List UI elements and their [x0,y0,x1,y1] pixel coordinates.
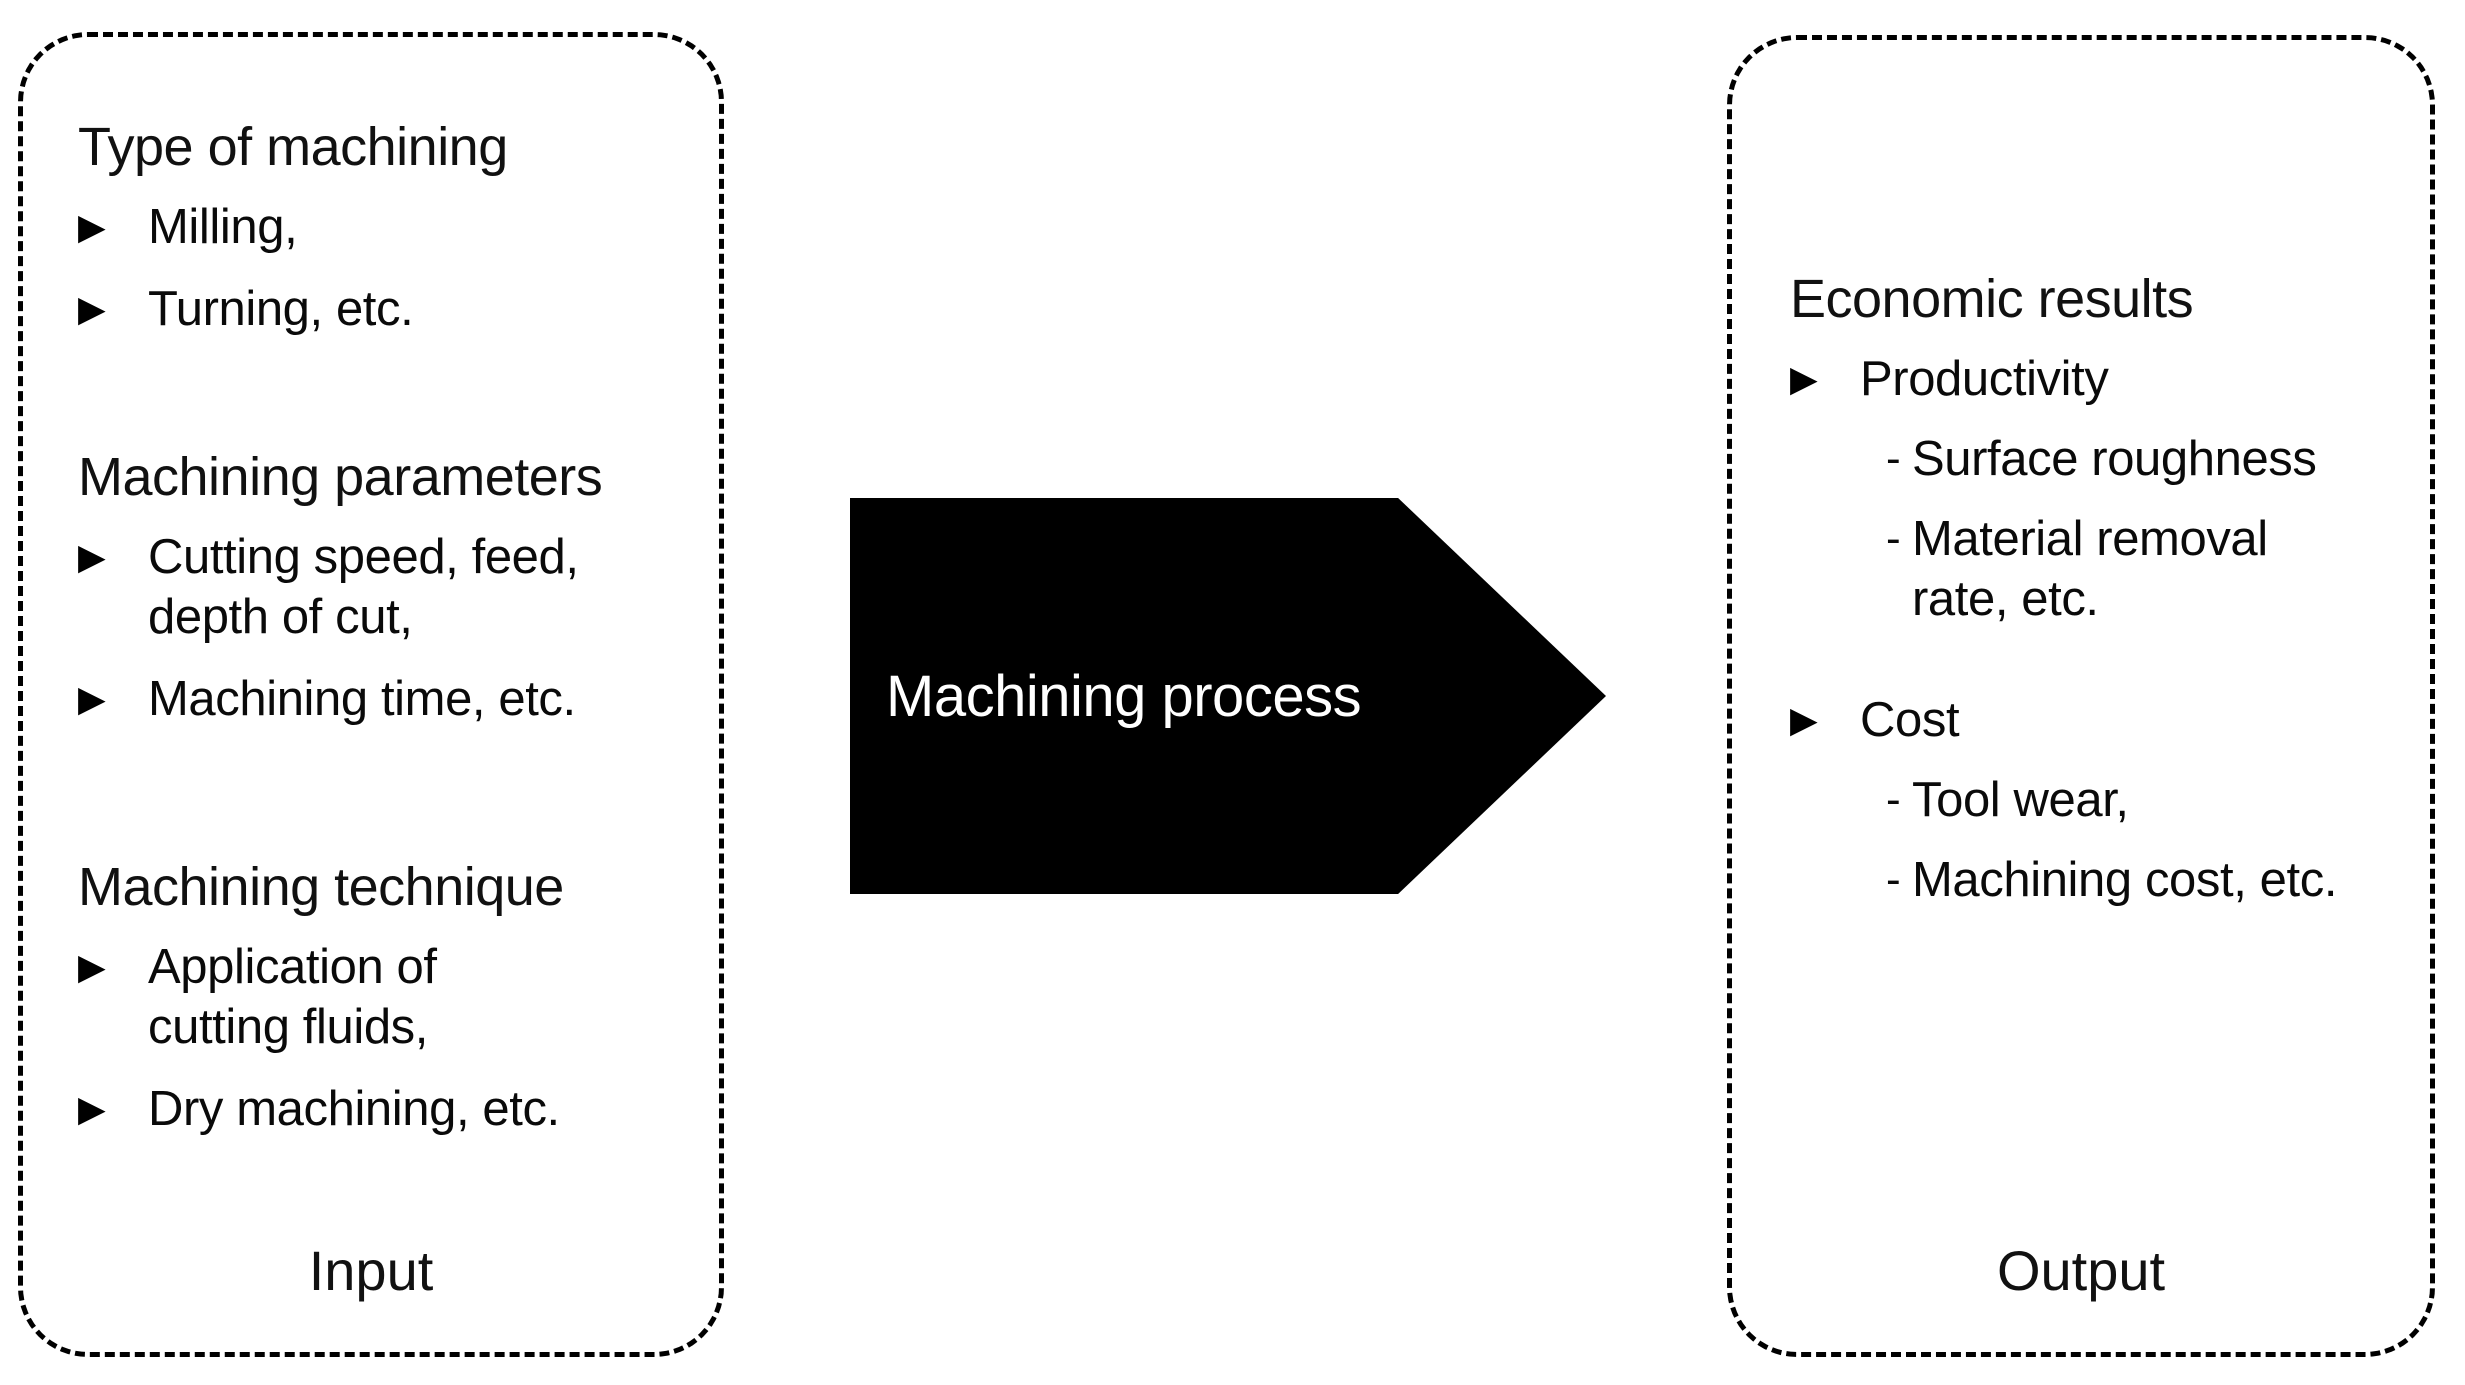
triangle-bullet-icon: ▶ [78,536,106,578]
triangle-bullet-icon: ▶ [78,677,106,719]
group-heading: Economic results [1790,269,2194,329]
dash-bullet-icon: - [1886,775,1901,825]
triangle-bullet-icon: ▶ [78,1087,106,1129]
input-group-type-of-machining: Type of machining ▶ Milling, ▶ Turning, … [78,118,678,340]
list-item-label: Application of cutting fluids, [148,940,437,1055]
output-panel [1727,35,2435,1357]
dash-bullet-icon: - [1886,854,1901,904]
list-item-label: Productivity [1860,352,2109,407]
group-heading: Type of machining [78,117,508,177]
list-item-label: Cost [1860,693,1960,748]
input-group-machining-parameters: Machining parameters ▶ Cutting speed, fe… [78,448,698,730]
output-panel-caption: Output [1996,1239,2166,1302]
list-item: ▶ Application of cutting fluids, [78,938,698,1058]
sub-list-item: - Tool wear, [1886,771,2430,831]
machining-process-label: Machining process [886,663,1362,729]
list-item: ▶ Cost [1790,691,2430,751]
list-item: ▶ Turning, etc. [78,280,678,340]
list-item-label: Dry machining, etc. [148,1081,560,1136]
list-item: ▶ Machining time, etc. [78,670,698,730]
sub-list-item: - Machining cost, etc. [1886,851,2430,911]
sub-list-item-label: Material removal rate, etc. [1912,511,2268,626]
list-item-label: Cutting speed, feed, depth of cut, [148,530,579,645]
input-group-machining-technique: Machining technique ▶ Application of cut… [78,858,698,1140]
triangle-bullet-icon: ▶ [1790,358,1818,400]
sub-list-item: - Material removal rate, etc. [1886,510,2430,630]
list-item-label: Machining time, etc. [148,671,576,726]
input-panel [18,32,724,1357]
dash-bullet-icon: - [1886,513,1901,563]
list-item-label: Milling, [148,200,298,255]
group-heading: Machining parameters [78,447,603,507]
sub-list-item-label: Surface roughness [1912,432,2317,487]
output-group-economic-results: Economic results ▶ Productivity - Surfac… [1790,270,2430,911]
sub-list-item-label: Tool wear, [1912,773,2129,828]
sub-list-item-label: Machining cost, etc. [1912,852,2338,907]
bullet-list: ▶ Productivity - Surface roughness - Mat… [1790,350,2430,910]
list-item: ▶ Milling, [78,198,678,258]
sub-list-item: - Surface roughness [1886,430,2430,490]
bullet-list: ▶ Milling, ▶ Turning, etc. [78,198,678,340]
bullet-list: ▶ Cutting speed, feed, depth of cut, ▶ M… [78,528,698,729]
list-item: ▶ Productivity [1790,350,2430,410]
list-item-label: Turning, etc. [148,282,414,337]
triangle-bullet-icon: ▶ [78,946,106,988]
dash-bullet-icon: - [1886,434,1901,484]
triangle-bullet-icon: ▶ [1790,699,1818,741]
list-item: ▶ Dry machining, etc. [78,1080,698,1140]
bullet-list: ▶ Application of cutting fluids, ▶ Dry m… [78,938,698,1139]
input-panel-caption: Input [308,1239,434,1302]
triangle-bullet-icon: ▶ [78,206,106,248]
group-heading: Machining technique [78,857,564,917]
triangle-bullet-icon: ▶ [78,288,106,330]
list-item: ▶ Cutting speed, feed, depth of cut, [78,528,698,648]
